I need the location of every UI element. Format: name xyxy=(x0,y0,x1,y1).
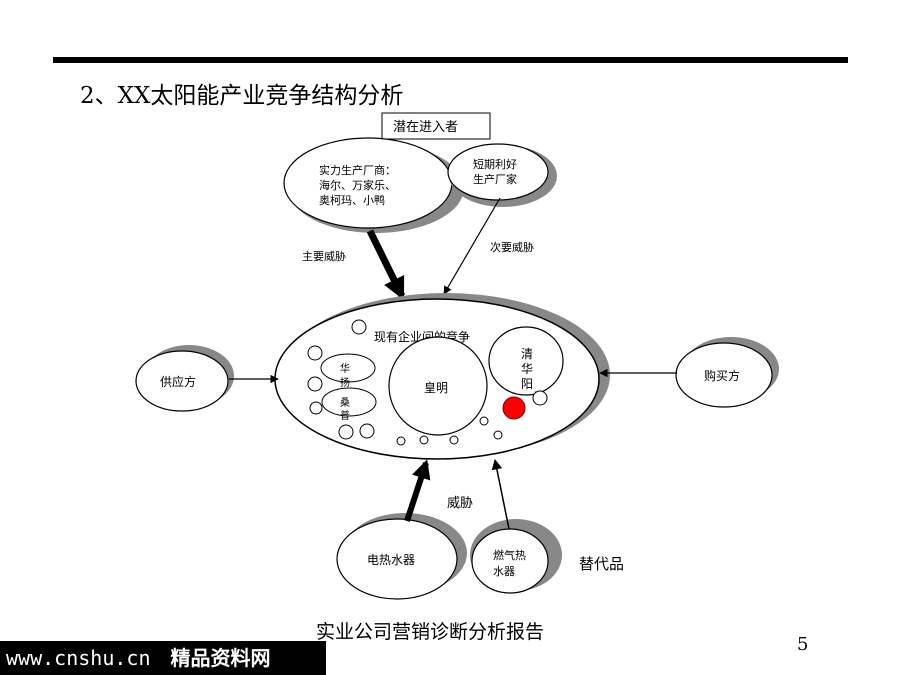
small-competitor-circle xyxy=(396,436,406,446)
electric-heater-label: 电热水器 xyxy=(367,553,415,567)
sangle-oval xyxy=(321,387,377,417)
slide-title: 2、XX太阳能产业竞争结构分析 xyxy=(80,83,404,109)
small-competitor-circle xyxy=(419,435,429,445)
qinghua-char-1: 清 xyxy=(521,347,533,361)
main-threat-label: 主要威胁 xyxy=(302,249,346,263)
top-rule xyxy=(53,57,848,63)
strong-producers-node: 实力生产厂商： 海尔、万家乐、 奥柯玛、小鸭 xyxy=(283,137,464,233)
strong-producers-line-3: 奥柯玛、小鸭 xyxy=(319,193,385,207)
small-competitor-circle xyxy=(338,424,354,440)
huayu-char-1: 华 xyxy=(340,362,350,375)
sangle-char-1: 桑 xyxy=(340,397,350,409)
gas-heater-node: 燃气热 水器 xyxy=(470,519,562,594)
page-number: 5 xyxy=(797,634,809,655)
small-competitor-circle xyxy=(493,430,503,440)
short-term-producers-line-2: 生产厂家 xyxy=(473,172,517,186)
substitutes-label: 替代品 xyxy=(579,555,624,573)
suppliers-label: 供应方 xyxy=(160,374,196,389)
electric-heater-node: 电热水器 xyxy=(336,513,467,600)
threat-label: 威胁 xyxy=(447,496,473,511)
small-competitor-circle xyxy=(449,435,459,445)
huangming-circle xyxy=(388,336,488,436)
buyers-node: 购买方 xyxy=(675,337,779,408)
strong-producers-line-2: 海尔、万家乐、 xyxy=(319,178,396,192)
huayu-oval xyxy=(320,353,376,383)
short-term-producers-line-1: 短期利好 xyxy=(473,157,517,171)
potential-entrants-box xyxy=(381,112,491,140)
main-threat-arrow xyxy=(366,229,406,301)
electric-heater-threat-arrow xyxy=(404,459,431,522)
gas-heater-line-2: 水器 xyxy=(493,565,515,578)
banner-label: 精品资料网 xyxy=(170,646,271,670)
strong-producers-line-1: 实力生产厂商： xyxy=(319,163,396,177)
huangming-label: 皇明 xyxy=(424,381,448,395)
potential-entrants-label: 潜在进入者 xyxy=(393,120,458,135)
small-competitor-circle xyxy=(479,416,489,426)
small-competitor-circle xyxy=(359,423,375,439)
small-competitor-circle xyxy=(532,390,548,406)
small-competitor-circle xyxy=(307,345,323,361)
industry-competition-node: 现有企业间的竞争 皇明 清 华 阳 光 华 扬 桑 普 xyxy=(274,293,610,460)
footer-text: 实业公司营销诊断分析报告 xyxy=(316,621,545,643)
huayu-char-2: 扬 xyxy=(340,376,350,389)
banner-url[interactable]: www.cnshu.cn xyxy=(6,646,151,670)
gas-heater-threat-arrow xyxy=(491,458,510,530)
small-competitor-circle xyxy=(307,376,323,392)
secondary-threat-label: 次要威胁 xyxy=(490,240,534,254)
qinghua-char-2: 华 xyxy=(521,362,533,376)
sangle-char-2: 普 xyxy=(340,409,350,422)
buyers-label: 购买方 xyxy=(704,368,740,383)
site-banner[interactable]: www.cnshu.cn 精品资料网 xyxy=(0,641,326,675)
secondary-threat-arrow xyxy=(443,197,501,295)
highlighted-competitor-dot xyxy=(502,396,526,420)
short-term-producers-node: 短期利好 生产厂家 xyxy=(447,143,557,207)
qinghua-oval xyxy=(488,326,564,396)
small-competitor-circle xyxy=(309,401,323,415)
suppliers-node: 供应方 xyxy=(135,345,234,412)
small-competitor-circle xyxy=(351,319,367,335)
gas-heater-line-1: 燃气热 xyxy=(493,548,526,562)
qinghua-char-3: 阳 xyxy=(521,377,533,391)
